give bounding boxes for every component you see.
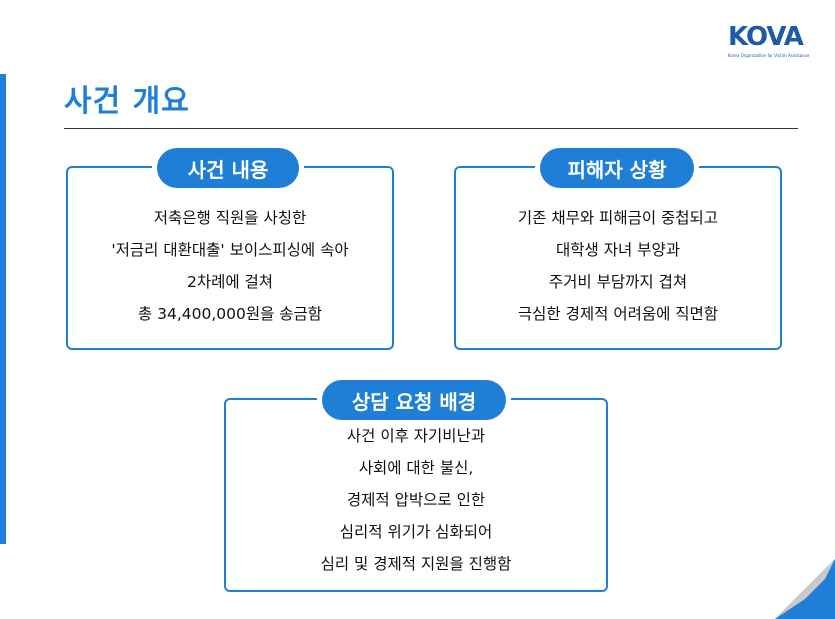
- counseling-background-heading: 상담 요청 배경: [322, 380, 506, 420]
- victim-situation-line: 주거비 부담까지 겹쳐: [548, 273, 688, 291]
- victim-situation-heading: 피해자 상황: [540, 148, 694, 188]
- incident-line: 2차례에 걸쳐: [186, 273, 274, 291]
- page-curl-icon: [775, 559, 835, 619]
- incident-line: '저금리 대환대출' 보이스피싱에 속아: [111, 241, 349, 259]
- left-accent-bar: [0, 74, 6, 544]
- victim-situation-text: 기존 채무와 피해금이 중첩되고 대학생 자녀 부양과 주거비 부담까지 겹쳐 …: [456, 202, 780, 330]
- victim-situation-line: 기존 채무와 피해금이 중첩되고: [517, 209, 719, 227]
- page-title: 사건 개요: [64, 84, 190, 119]
- counseling-background-line: 사회에 대한 불신,: [358, 459, 474, 477]
- incident-box: 저축은행 직원을 사칭한 '저금리 대환대출' 보이스피싱에 속아 2차례에 걸…: [66, 166, 394, 350]
- title-divider: [64, 128, 798, 129]
- counseling-background-line: 심리적 위기가 심화되어: [339, 523, 493, 541]
- kova-logo: KOVA Korea Organization for Victim Assis…: [728, 22, 810, 66]
- incident-line: 저축은행 직원을 사칭한: [153, 209, 307, 227]
- incident-heading: 사건 내용: [157, 148, 299, 188]
- incident-text: 저축은행 직원을 사칭한 '저금리 대환대출' 보이스피싱에 속아 2차례에 걸…: [68, 202, 392, 330]
- victim-situation-line: 극심한 경제적 어려움에 직면함: [517, 305, 719, 323]
- logo-subtitle: Korea Organization for Victim Assistance: [728, 53, 810, 58]
- victim-situation-box: 기존 채무와 피해금이 중첩되고 대학생 자녀 부양과 주거비 부담까지 겹쳐 …: [454, 166, 782, 350]
- incident-line: 총 34,400,000원을 송금함: [137, 305, 323, 323]
- victim-situation-line: 대학생 자녀 부양과: [556, 241, 680, 259]
- counseling-background-line: 심리 및 경제적 지원을 진행함: [320, 555, 512, 573]
- counseling-background-text: 사건 이후 자기비난과 사회에 대한 불신, 경제적 압박으로 인한 심리적 위…: [226, 420, 606, 580]
- counseling-background-line: 사건 이후 자기비난과: [346, 427, 486, 445]
- counseling-background-line: 경제적 압박으로 인한: [346, 491, 486, 509]
- counseling-background-box: 사건 이후 자기비난과 사회에 대한 불신, 경제적 압박으로 인한 심리적 위…: [224, 398, 608, 592]
- logo-wordmark: KOVA: [728, 22, 804, 52]
